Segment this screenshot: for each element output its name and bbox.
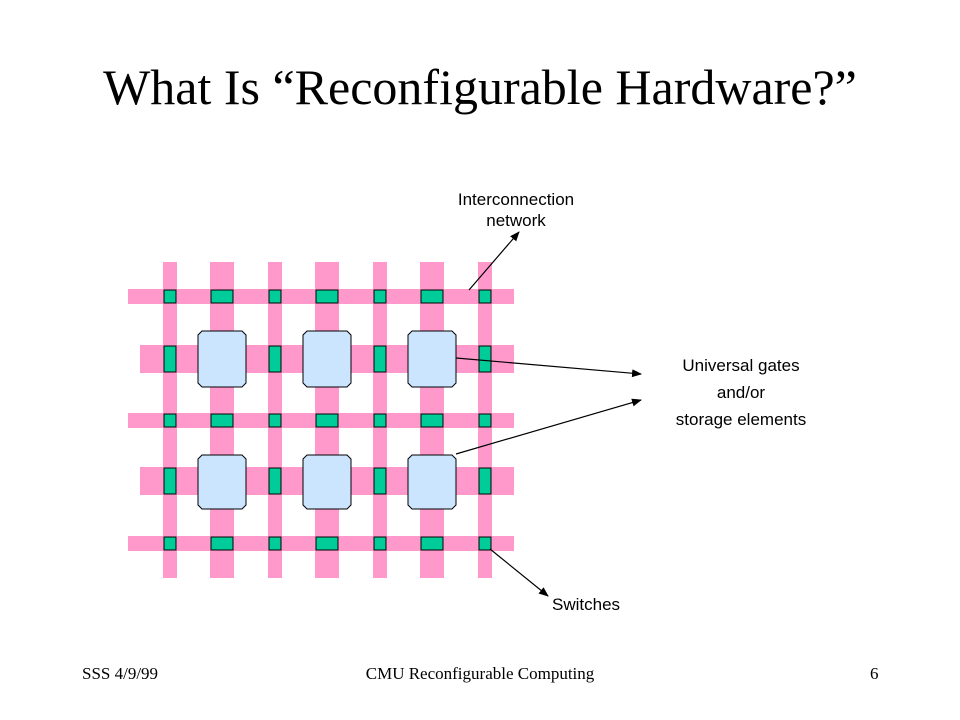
switch	[268, 467, 282, 495]
universal-gates-label-line3: storage elements	[675, 410, 807, 429]
switches-arrow	[489, 548, 549, 597]
interconnection-network-label: Interconnection network	[441, 189, 591, 231]
logic-block	[407, 454, 457, 510]
universal-gates-arrow-top	[455, 357, 642, 378]
switch	[420, 289, 444, 304]
switch	[478, 289, 492, 304]
switch	[315, 536, 339, 551]
switch	[478, 345, 492, 373]
switches	[163, 289, 492, 551]
footer-left: SSS 4/9/99	[82, 664, 159, 683]
switch	[478, 413, 492, 428]
footer-page-number: 6	[870, 664, 879, 683]
callout-arrows	[455, 231, 642, 597]
switch	[373, 345, 387, 373]
switch	[163, 413, 177, 428]
switch	[210, 413, 234, 428]
slide-title: What Is “Reconfigurable Hardware?”	[103, 59, 857, 115]
switch	[315, 289, 339, 304]
interconnection-network-label-line2: network	[486, 211, 546, 230]
footer-center: CMU Reconfigurable Computing	[365, 664, 595, 683]
switch	[210, 289, 234, 304]
switch	[373, 536, 387, 551]
logic-block	[197, 454, 247, 510]
switch	[163, 289, 177, 304]
switch	[373, 289, 387, 304]
switch	[315, 413, 339, 428]
switch	[373, 467, 387, 495]
universal-gates-arrow-bottom	[455, 398, 642, 455]
logic-block	[197, 330, 247, 388]
switch	[373, 413, 387, 428]
logic-block	[302, 454, 352, 510]
switches-label: Switches	[552, 595, 621, 614]
logic-blocks	[197, 330, 457, 510]
switch	[163, 467, 177, 495]
switch	[163, 345, 177, 373]
logic-block	[302, 330, 352, 388]
universal-gates-label-line1: Universal gates	[682, 356, 800, 375]
switch	[420, 536, 444, 551]
switch	[163, 536, 177, 551]
switch	[210, 536, 234, 551]
switch	[478, 467, 492, 495]
interconnection-network-label-line1: Interconnection	[457, 190, 575, 209]
logic-block	[407, 330, 457, 388]
switch	[420, 413, 444, 428]
switch	[478, 536, 492, 551]
switch	[268, 289, 282, 304]
switch	[268, 413, 282, 428]
switch	[268, 536, 282, 551]
interconnect-arrow	[468, 231, 520, 291]
universal-gates-label-line2: and/or	[716, 383, 766, 402]
universal-gates-label: Universal gates and/or storage elements	[641, 352, 841, 433]
switch	[268, 345, 282, 373]
